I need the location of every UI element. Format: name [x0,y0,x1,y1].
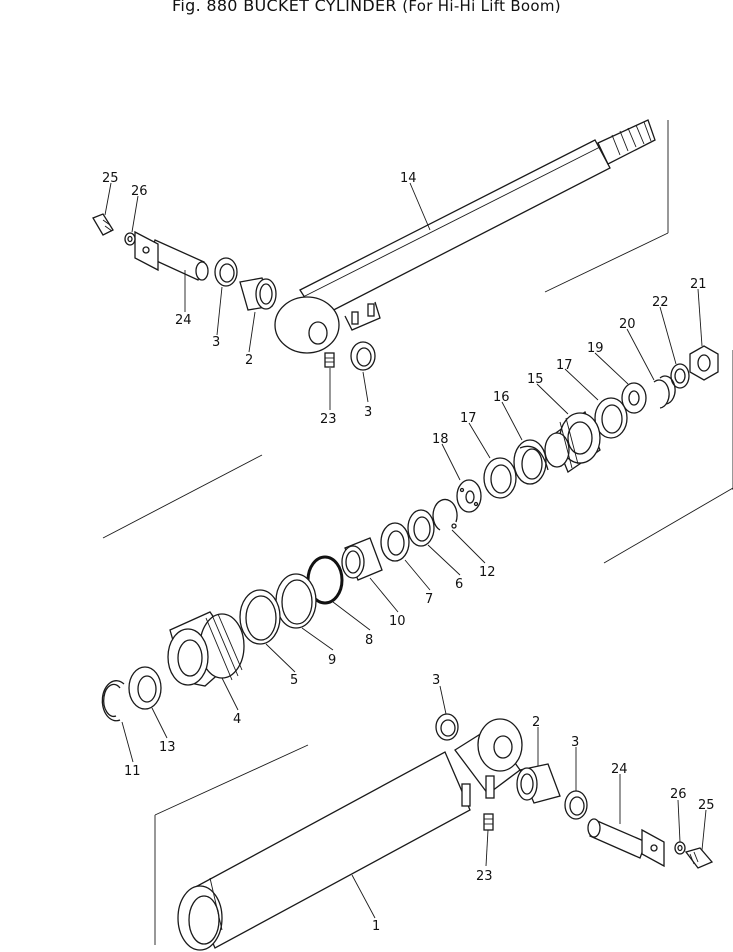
part-label-16: 16 [493,390,510,405]
part-label-11: 11 [124,764,141,779]
bushing-2-bottom [516,763,561,804]
part-label-26-bottom: 26 [670,787,687,802]
part-label-9: 9 [328,653,336,668]
part-label-24-bottom: 24 [611,762,628,777]
pin-24-top [134,230,209,281]
part-label-10: 10 [389,614,406,629]
part-label-3-bottom-right: 3 [571,735,579,750]
plate-19 [621,382,647,414]
part-label-15: 15 [527,372,544,387]
seal-16 [513,439,549,485]
bolt-25-top [92,213,136,246]
snap-ring-20 [653,375,676,409]
part-label-1: 1 [372,919,380,934]
part-label-4: 4 [233,712,241,727]
part-label-19: 19 [587,341,604,356]
bolt-25-bottom [684,847,714,869]
nut-21 [689,345,719,381]
part-label-26-top: 26 [131,184,148,199]
snap-ring-11 [101,680,125,722]
part-label-3-top-right: 3 [364,405,372,420]
part-label-21: 21 [690,277,707,292]
seal-3-bottom-left [435,713,459,741]
piston-15 [544,410,601,473]
part-label-24-top: 24 [175,313,192,328]
bushing-10 [341,537,383,581]
ring-6 [407,509,435,547]
wiper-13 [128,666,162,710]
part-label-18: 18 [432,432,449,447]
part-label-2-bottom: 2 [532,715,540,730]
plate-18 [456,479,482,513]
part-labels: 25 26 14 24 3 2 23 3 21 22 20 19 17 15 1… [102,171,715,934]
bushing-2-top [239,277,277,311]
cylinder-tube-1 [177,718,523,951]
part-label-20: 20 [619,317,636,332]
part-label-3-top-left: 3 [212,335,220,350]
figure-subtitle: (For Hi-Hi Lift Boom) [402,0,561,15]
wear-ring-17-right [594,397,628,439]
part-label-12: 12 [479,565,496,580]
figure-number: Fig. 880 [172,0,238,15]
grease-fitting-23-bottom [483,813,494,831]
seal-3-bottom-right [564,790,588,820]
washer-22 [670,363,690,389]
part-label-13: 13 [159,740,176,755]
seal-7 [380,522,410,562]
part-label-17-left: 17 [460,411,477,426]
part-label-14: 14 [400,171,417,186]
part-label-23-bottom: 23 [476,869,493,884]
seal-3-top-left [214,257,238,287]
seal-3-top-right [350,341,376,371]
pin-24-bottom [587,818,665,868]
part-label-25-bottom: 25 [698,798,715,813]
part-label-2-top: 2 [245,353,253,368]
piston-rod-14 [274,119,656,354]
cylinder-head-4 [167,611,245,687]
grease-fitting-23-top [324,352,335,368]
part-label-25-top: 25 [102,171,119,186]
part-label-8: 8 [365,633,373,648]
part-label-5: 5 [290,673,298,688]
part-label-6: 6 [455,577,463,592]
washer-26-bottom [674,841,686,855]
part-label-3-bottom-left: 3 [432,673,440,688]
assembly-lines [102,120,733,945]
figure-name: BUCKET CYLINDER [243,0,397,15]
figure-title: Fig. 880 BUCKET CYLINDER (For Hi-Hi Lift… [0,0,733,15]
leader-lines [104,182,707,919]
snap-ring-12 [432,498,458,531]
part-label-22: 22 [652,295,669,310]
part-label-23-top: 23 [320,412,337,427]
ring-5 [239,589,281,645]
part-label-17-right: 17 [556,358,573,373]
wear-ring-17-left [483,457,517,499]
backup-ring-9 [275,573,317,629]
part-label-7: 7 [425,592,433,607]
